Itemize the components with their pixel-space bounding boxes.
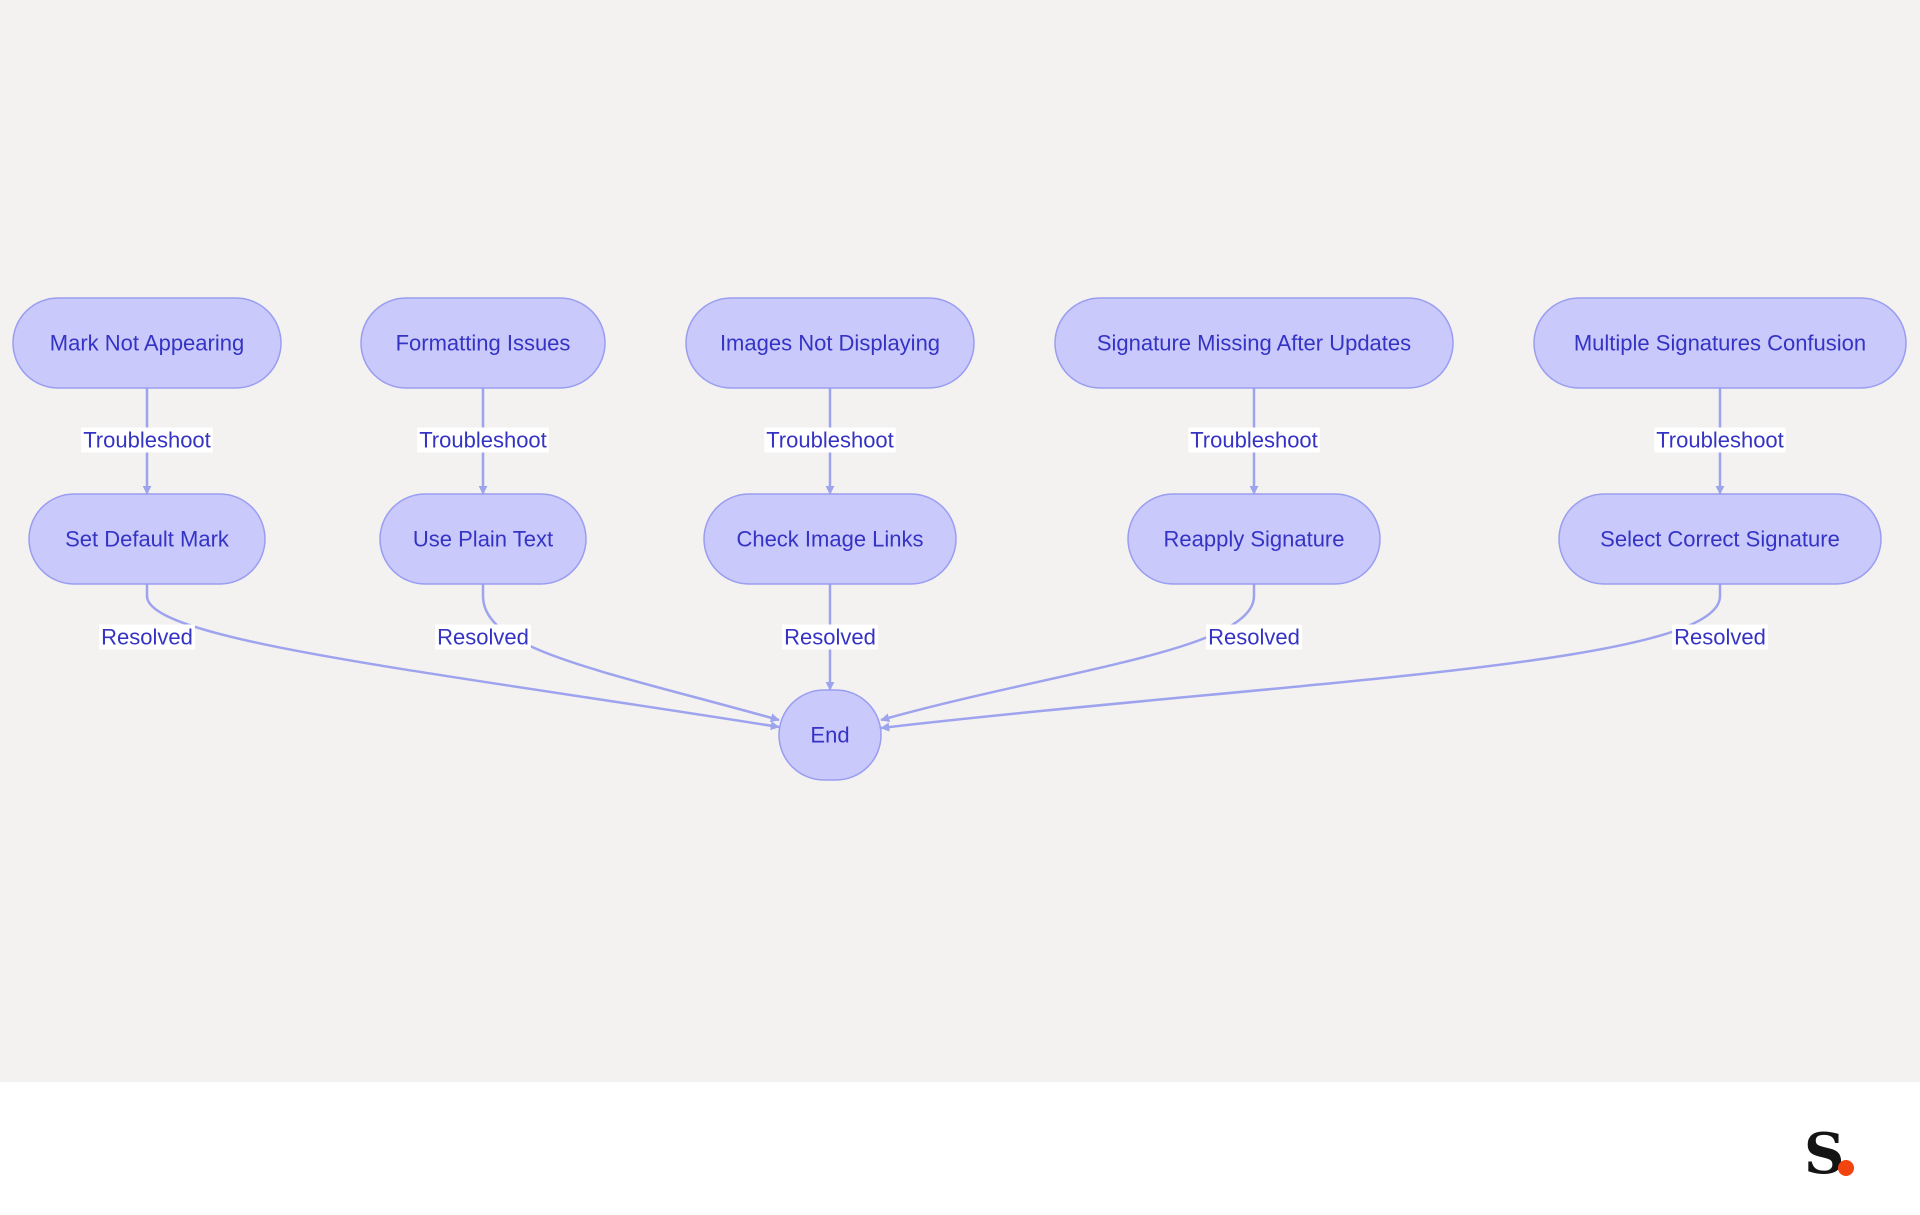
edge-label-reapply-signature-to-end: Resolved [1208,625,1300,650]
edge-label-multiple-signatures-to-select-correct-signature: Troubleshoot [1656,428,1784,453]
edge-label-formatting-issues-to-use-plain-text: Troubleshoot [419,428,547,453]
edge-label-select-correct-signature-to-end: Resolved [1674,625,1766,650]
brand-logo: S [1804,1121,1845,1187]
node-shape [12,297,282,389]
node-shape [1533,297,1907,389]
node-reapply-signature: Reapply Signature [1127,493,1381,585]
node-shape [1558,493,1882,585]
flowchart: Troubleshoot Troubleshoot Troubleshoot Trou… [12,297,1907,781]
node-multiple-signatures: Multiple Signatures Confusion [1533,297,1907,389]
node-label: Mark Not Appearing [50,331,244,356]
node-shape [379,493,587,585]
node-shape [1054,297,1454,389]
node-images-not-displaying: Images Not Displaying [685,297,975,389]
edge-label-use-plain-text-to-end: Resolved [437,625,529,650]
node-label: Reapply Signature [1163,527,1344,552]
node-label: Check Image Links [736,527,923,552]
node-label: Formatting Issues [396,331,571,356]
node-shape [685,297,975,389]
node-shape [360,297,606,389]
node-shape [1127,493,1381,585]
edge-label-background [764,427,896,453]
edge-label-background [99,624,195,650]
node-end: End [778,689,882,781]
node-formatting-issues: Formatting Issues [360,297,606,389]
edge-reapply-signature-to-end [880,584,1256,723]
node-set-default-mark: Set Default Mark [28,493,266,585]
node-label: Set Default Mark [65,527,230,552]
edge-label-background [782,624,878,650]
footer-bar [0,1082,1920,1215]
node-label: Images Not Displaying [720,331,940,356]
brand-logo-dot [1838,1160,1854,1176]
edge-label-background [1654,427,1786,453]
edge-use-plain-text-to-end [481,584,780,723]
node-mark-not-appearing: Mark Not Appearing [12,297,282,389]
edge-select-correct-signature-to-end [880,584,1722,732]
node-signature-missing: Signature Missing After Updates [1054,297,1454,389]
node-label: Select Correct Signature [1600,527,1840,552]
node-label: Use Plain Text [413,527,553,552]
edge-label-background [1672,624,1768,650]
edge-label-images-not-displaying-to-check-image-links: Troubleshoot [766,428,894,453]
edge-label-background [1206,624,1302,650]
edge-label-background [81,427,213,453]
node-use-plain-text: Use Plain Text [379,493,587,585]
edge-label-background [435,624,531,650]
edge-label-signature-missing-to-reapply-signature: Troubleshoot [1190,428,1318,453]
node-label: End [810,723,849,748]
node-shape [28,493,266,585]
edge-label-background [1188,427,1320,453]
node-shape [778,689,882,781]
node-shape [703,493,957,585]
node-label: Multiple Signatures Confusion [1574,331,1866,356]
node-select-correct-signature: Select Correct Signature [1558,493,1882,585]
edge-label-check-image-links-to-end: Resolved [784,625,876,650]
edge-label-mark-not-appearing-to-set-default-mark: Troubleshoot [83,428,211,453]
node-check-image-links: Check Image Links [703,493,957,585]
node-label: Signature Missing After Updates [1097,331,1411,356]
edge-set-default-mark-to-end [145,584,780,731]
edge-label-set-default-mark-to-end: Resolved [101,625,193,650]
edge-label-background [417,427,549,453]
